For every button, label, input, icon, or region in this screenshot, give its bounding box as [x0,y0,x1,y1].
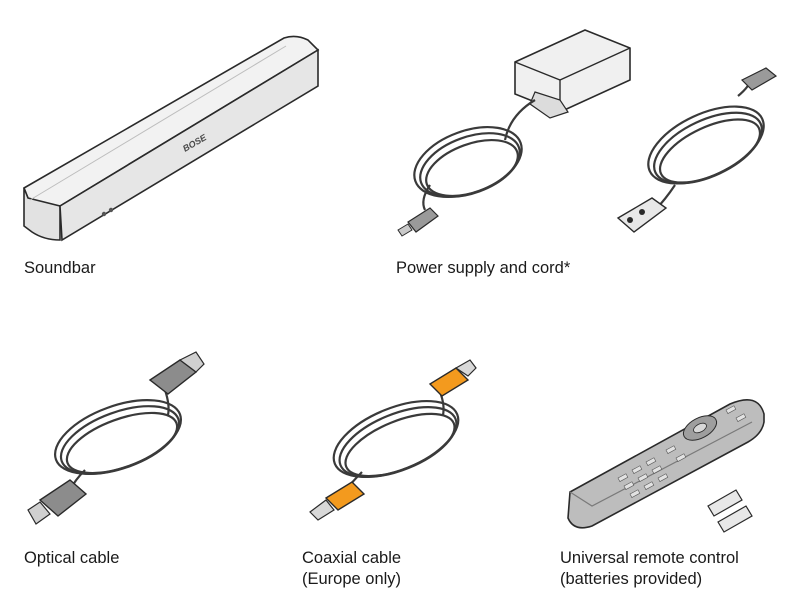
power-supply-caption: Power supply and cord* [396,259,571,277]
coaxial-cable-illustration [309,359,477,521]
remote-illustration [567,398,765,533]
coaxial-cable-caption: Coaxial cable (Europe only) [302,549,402,588]
power-supply-illustration [397,29,778,237]
optical-cable-item: Optical cable [0,330,260,600]
soundbar-item: BOSE Soundbar [0,0,400,290]
remote-caption: Universal remote control (batteries prov… [560,549,739,588]
power-supply-item: Power supply and cord* [390,0,810,290]
coaxial-cable-item: Coaxial cable (Europe only) [280,330,540,600]
optical-cable-illustration [27,351,205,525]
optical-cable-caption: Optical cable [24,549,120,567]
soundbar-illustration: BOSE [22,35,320,242]
remote-item: Universal remote control (batteries prov… [540,330,810,600]
soundbar-caption: Soundbar [24,259,96,277]
